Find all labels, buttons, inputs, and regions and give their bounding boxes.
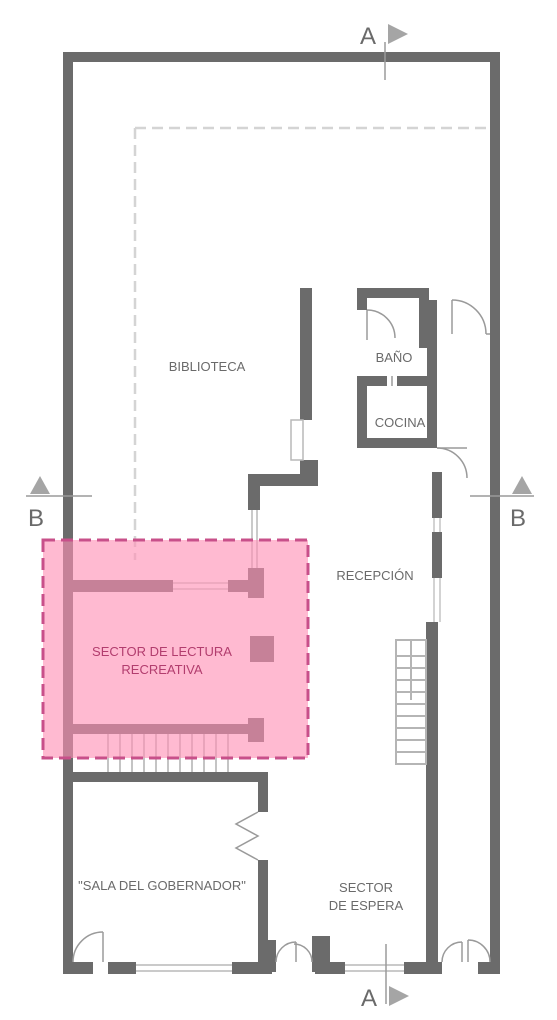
- room-label-lectura-line2: RECREATIVA: [121, 662, 202, 677]
- mezzanine-outline: [133, 126, 488, 560]
- section-mark-b-right: B: [510, 505, 526, 532]
- reception-windows: [433, 518, 441, 622]
- flag-icon: [30, 476, 50, 494]
- section-mark-a-top: A: [360, 23, 376, 50]
- section-line-a-top: [384, 24, 408, 80]
- service-doors: [366, 299, 490, 479]
- room-label-lectura-line1: SECTOR DE LECTURA: [92, 644, 232, 659]
- flag-icon: [389, 986, 409, 1006]
- room-label-espera-line1: SECTOR: [339, 880, 393, 895]
- bottom-windows: [136, 964, 404, 972]
- section-mark-a-bottom: A: [361, 985, 377, 1012]
- room-label-espera-line2: DE ESPERA: [329, 898, 404, 913]
- room-label-bano: BAÑO: [376, 350, 413, 365]
- sala-doors: [72, 811, 491, 963]
- library-partition: [248, 288, 318, 510]
- section-mark-b-left: B: [28, 505, 44, 532]
- room-label-biblioteca: BIBLIOTECA: [169, 359, 246, 374]
- section-line-a-bottom: [385, 944, 409, 1006]
- room-label-cocina: COCINA: [375, 415, 426, 430]
- exterior-walls: [63, 52, 500, 974]
- section-line-b-left: [26, 476, 92, 497]
- room-label-sala: "SALA DEL GOBERNADOR": [78, 878, 246, 893]
- service-block: [357, 288, 437, 448]
- reading-area-highlight: [41, 538, 310, 760]
- flag-icon: [388, 24, 408, 44]
- section-line-b-right: [470, 476, 534, 497]
- sala-walls: [63, 772, 330, 972]
- staircase: [395, 639, 427, 765]
- flag-icon: [512, 476, 532, 494]
- reception-partition: [426, 472, 442, 964]
- room-label-recepcion: RECEPCIÓN: [336, 568, 413, 583]
